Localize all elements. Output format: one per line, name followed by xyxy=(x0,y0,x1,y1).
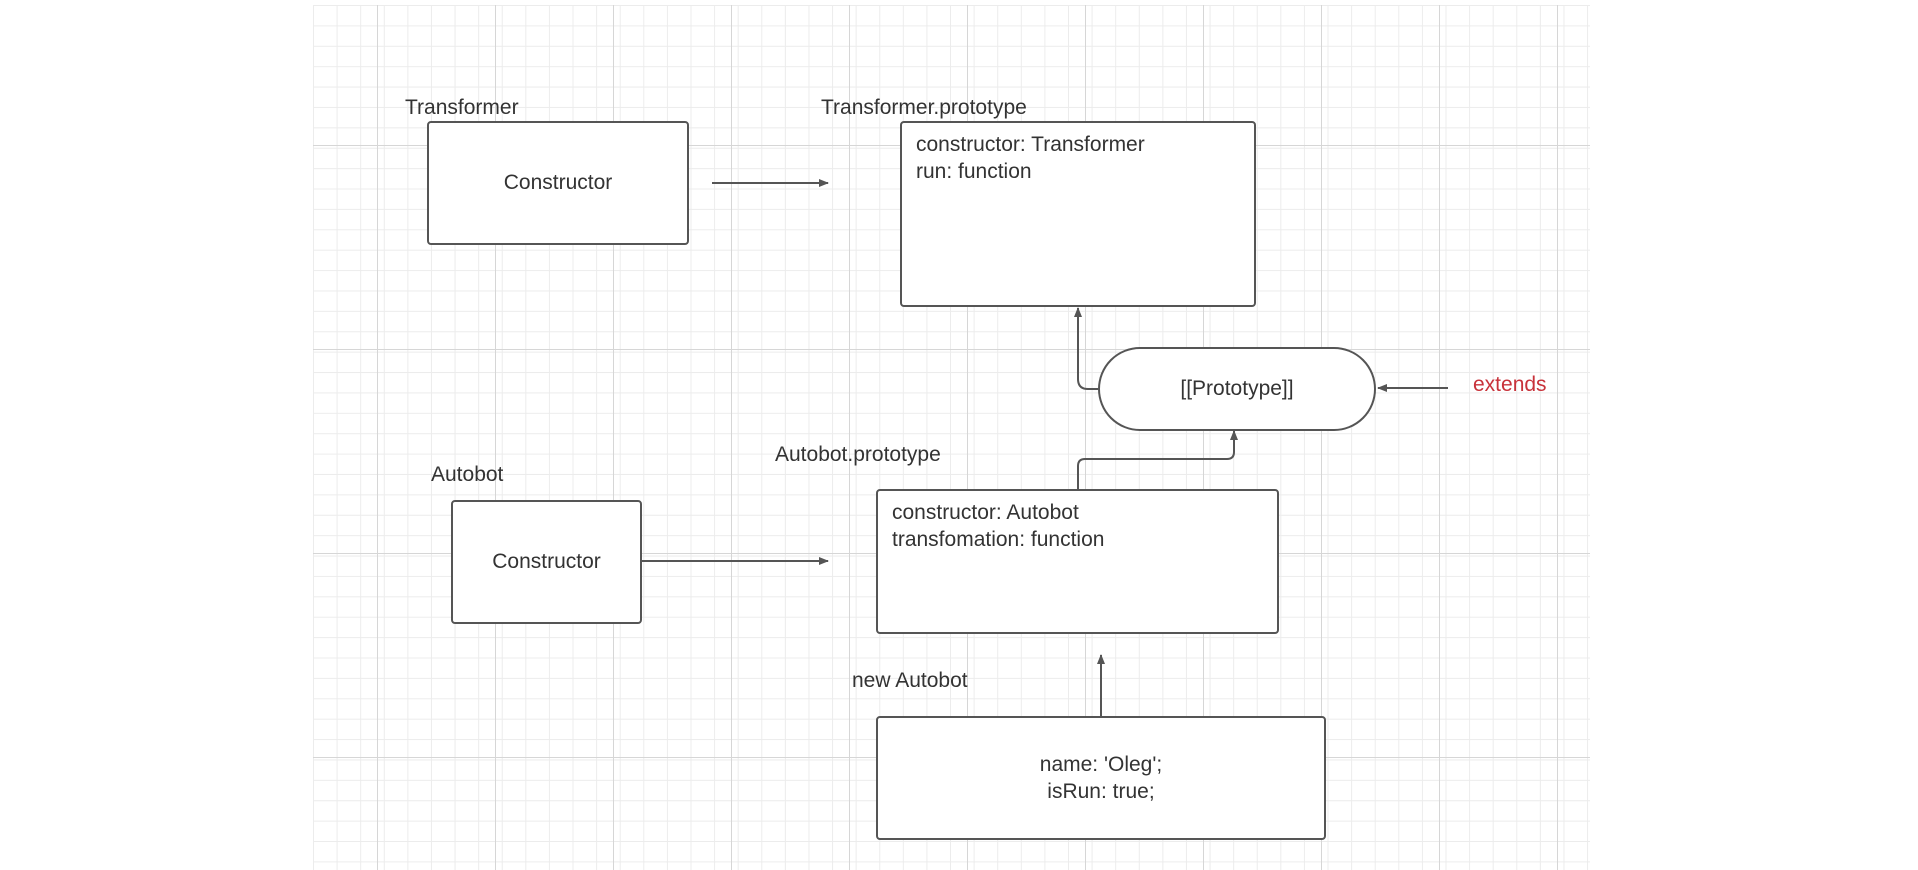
instance-title: new Autobot xyxy=(852,669,968,692)
instance-line-name: name: 'Oleg'; xyxy=(1039,753,1163,776)
arrow-autobot-prototype-to-prototype-link xyxy=(1077,430,1238,489)
extends-note: extends xyxy=(1473,373,1547,396)
transformer-prototype-title: Transformer.prototype xyxy=(821,96,1027,119)
autobot-prototype-line-transformation: transfomation: function xyxy=(892,528,1105,551)
autobot-prototype-box: constructor: Autobot transfomation: func… xyxy=(876,489,1279,634)
transformer-constructor-label: Constructor xyxy=(503,171,613,194)
autobot-prototype-line-constructor: constructor: Autobot xyxy=(892,501,1079,524)
transformer-prototype-box: constructor: Transformer run: function xyxy=(900,121,1256,307)
transformer-constructor-box: Constructor xyxy=(427,121,689,245)
autobot-prototype-title: Autobot.prototype xyxy=(775,443,941,466)
autobot-constructor-box: Constructor xyxy=(451,500,642,624)
autobot-constructor-label: Constructor xyxy=(492,550,601,573)
prototype-link-label: [[Prototype]] xyxy=(1180,377,1294,400)
transformer-title: Transformer xyxy=(405,96,519,119)
autobot-instance-box: name: 'Oleg'; isRun: true; xyxy=(876,716,1326,840)
arrow-prototype-link-to-transformer-prototype xyxy=(1074,307,1098,390)
instance-line-isrun: isRun: true; xyxy=(1047,780,1155,803)
autobot-title: Autobot xyxy=(431,463,504,486)
prototype-link-node: [[Prototype]] xyxy=(1098,347,1376,431)
transformer-prototype-line-constructor: constructor: Transformer xyxy=(916,133,1145,156)
transformer-prototype-line-run: run: function xyxy=(916,160,1032,183)
